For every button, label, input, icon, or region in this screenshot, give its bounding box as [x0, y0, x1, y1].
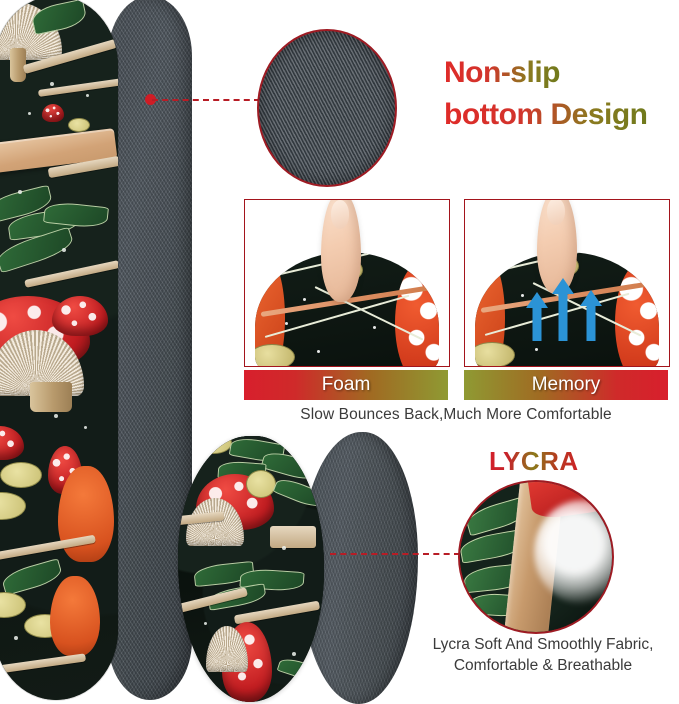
lycra-title: LYCRA: [489, 446, 579, 476]
lycra-caption: Lycra Soft And Smoothly Fabric, Comforta…: [410, 634, 676, 676]
non-slip-headline-line1: Non-slip: [444, 56, 561, 89]
lycra-caption-line1: Lycra Soft And Smoothly Fabric,: [432, 636, 654, 653]
foam-label-bar: Foam: [244, 370, 448, 400]
lycra-callout-line: [330, 553, 460, 555]
lycra-caption-line2: Comfortable & Breathable: [453, 657, 633, 674]
mushroom-forest-pattern-mouse: [178, 436, 324, 702]
non-slip-texture-closeup: [257, 29, 397, 187]
comparison-caption: Slow Bounces Back,Much More Comfortable: [300, 406, 612, 423]
finger-pressing-foam: [321, 200, 361, 302]
keyboard-wrist-rest-printed-top: [0, 0, 118, 700]
mouse-wrist-rest-printed-top: [178, 436, 324, 702]
non-slip-callout-line: [152, 99, 260, 101]
non-slip-headline-line2: bottom Design: [444, 98, 648, 131]
mushroom-forest-pattern: [0, 0, 118, 700]
memory-label-bar: Memory: [464, 370, 668, 400]
foam-label-text: Foam: [321, 374, 371, 395]
foam-comparison-panel: [244, 199, 450, 367]
lycra-fabric-closeup: [458, 480, 614, 634]
non-slip-callout-dot: [145, 94, 156, 105]
memory-comparison-panel: [464, 199, 670, 367]
memory-label-text: Memory: [531, 374, 601, 395]
